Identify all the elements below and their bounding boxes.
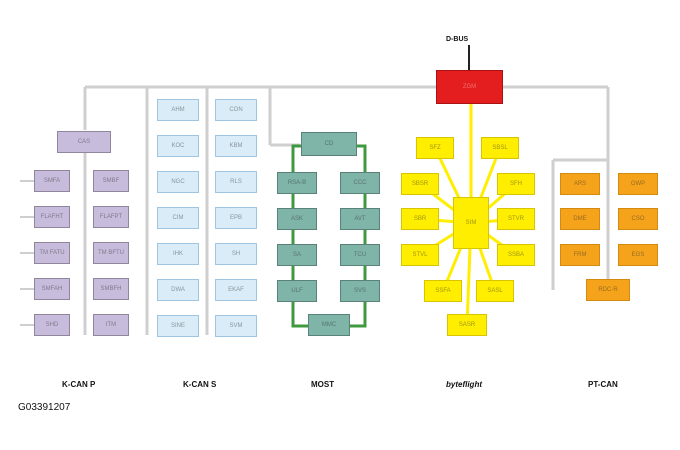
kcans-module-koc: KOC: [157, 135, 199, 157]
figure-id: G03391207: [18, 402, 71, 413]
kcanp-module-smfa: SMFA: [34, 170, 70, 192]
byteflight-module-sasr: SASR: [447, 314, 487, 336]
kcanp-module-smfah: SMFAH: [34, 278, 70, 300]
bus-label-most: MOST: [311, 380, 335, 389]
kcanp-module-shd: SHD: [34, 314, 70, 336]
kcans-module-rls: RLS: [215, 171, 257, 193]
kcanp-module-flafht: FLAFHT: [34, 206, 70, 228]
byteflight-module-sfh: SFH: [497, 173, 535, 195]
most-module-ask: ASK: [277, 208, 317, 230]
kcanp-module-smbf: SMBF: [93, 170, 129, 192]
bus-label-kcanp: K-CAN P: [62, 380, 96, 389]
kcans-module-sh: SH: [215, 243, 257, 265]
ptcan-module-egs: EGS: [618, 244, 658, 266]
kcanp-module-tm-bftu: TM BFTU: [93, 242, 129, 264]
byteflight-module-sbr: SBR: [401, 208, 439, 230]
dbus-label: D-BUS: [446, 36, 469, 43]
byteflight-module-sfz: SFZ: [416, 137, 454, 159]
byteflight-module-ssba: SSBA: [497, 244, 535, 266]
kcans-module-ngc: NGC: [157, 171, 199, 193]
byteflight-module-stvr: STVR: [497, 208, 535, 230]
kcans-module-sine: SINE: [157, 315, 199, 337]
byteflight-module-sbsr: SBSR: [401, 173, 439, 195]
kcanp-module-flafpt: FLAFPT: [93, 206, 129, 228]
kcans-module-ahm: AHM: [157, 99, 199, 121]
ptcan-module-frm: FRM: [560, 244, 600, 266]
kcanp-module-itm: ITM: [93, 314, 129, 336]
most-module-sa: SA: [277, 244, 317, 266]
bus-label-ptcan: PT-CAN: [588, 380, 618, 389]
most-module-cd: CD: [301, 132, 357, 156]
kcans-module-cim: CIM: [157, 207, 199, 229]
gateway-zgm: ZGM: [436, 70, 503, 104]
most-module-mmc: MMC: [308, 314, 350, 336]
kcans-module-con: CON: [215, 99, 257, 121]
byteflight-module-stvl: STVL: [401, 244, 439, 266]
most-module-rsa-b: RSA-B: [277, 172, 317, 194]
most-module-svs: SVS: [340, 280, 380, 302]
byteflight-module-sasl: SASL: [476, 280, 514, 302]
ptcan-module-ars: ARS: [560, 173, 600, 195]
ptcan-module-gwp: GWP: [618, 173, 658, 195]
most-module-ccc: CCC: [340, 172, 380, 194]
kcans-module-kbm: KBM: [215, 135, 257, 157]
kcanp-module-cas: CAS: [57, 131, 111, 153]
kcans-module-epb: EPB: [215, 207, 257, 229]
kcans-module-ihk: IHK: [157, 243, 199, 265]
byteflight-module-ssfa: SSFA: [424, 280, 462, 302]
most-module-avt: AVT: [340, 208, 380, 230]
byteflight-module-sbsl: SBSL: [481, 137, 519, 159]
kcanp-module-smbfh: SMBFH: [93, 278, 129, 300]
bus-label-byteflight: byteflight: [446, 380, 482, 389]
kcans-module-dwa: DWA: [157, 279, 199, 301]
ptcan-module-cso: CSO: [618, 208, 658, 230]
most-module-tcu: TCU: [340, 244, 380, 266]
bus-label-kcans: K-CAN S: [183, 380, 217, 389]
kcans-module-svm: SVM: [215, 315, 257, 337]
most-module-ulf: ULF: [277, 280, 317, 302]
ptcan-module-rdc-r: RDC-R: [586, 279, 630, 301]
kcanp-module-tm-fatu: TM FATU: [34, 242, 70, 264]
ptcan-module-dme: DME: [560, 208, 600, 230]
byteflight-hub-sim: SIM: [453, 197, 489, 249]
kcans-module-ekaf: EKAF: [215, 279, 257, 301]
